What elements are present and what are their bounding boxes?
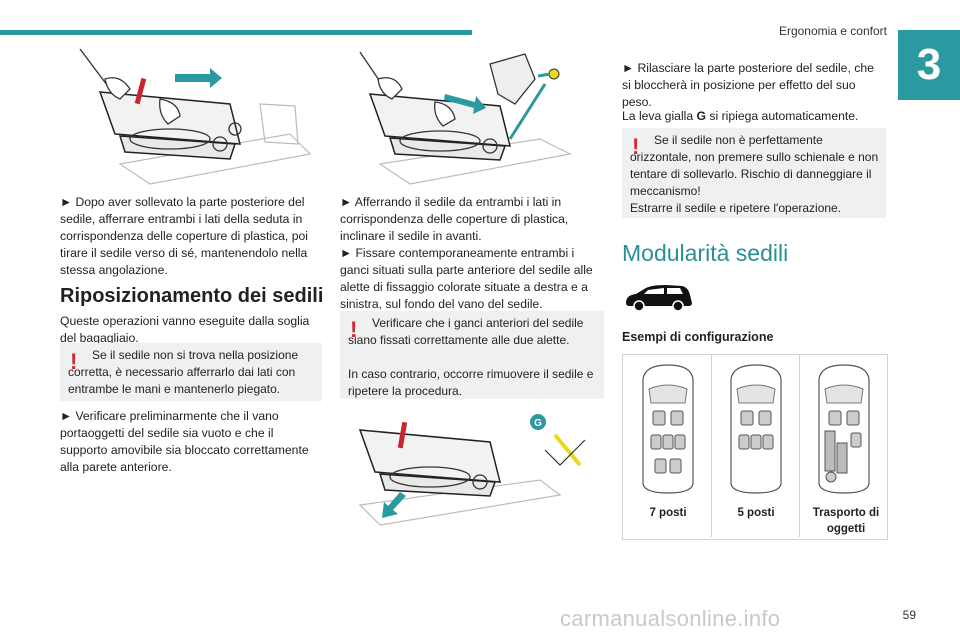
- warning-text-2: In caso contrario, occorre rimuovere il …: [348, 367, 594, 398]
- illustration-seat-tilt: [340, 44, 605, 190]
- warning-icon: !: [350, 317, 358, 342]
- config-label: Trasporto di oggetti: [812, 507, 880, 535]
- heading-riposizionamento: Riposizionamento dei sedili: [60, 285, 324, 307]
- table-divider: [799, 355, 800, 537]
- callout-g: G: [534, 418, 542, 429]
- page-number: 59: [902, 608, 916, 622]
- warning-box-col3: ! Se il sedile non è perfettamente orizz…: [622, 128, 886, 218]
- col2-step2: ► Fissare contemporaneamente entrambi i …: [340, 246, 593, 311]
- header-accent-bar: [0, 30, 472, 35]
- warning-text-2: Estrarre il sedile e ripetere l'operazio…: [630, 201, 842, 215]
- col1-intro: Queste operazioni vanno eseguite dalla s…: [60, 314, 310, 345]
- warning-box-col2: ! Verificare che i ganci anteriori del s…: [340, 311, 604, 399]
- warning-box-col1: ! Se il sedile non si trova nella posizi…: [60, 343, 322, 401]
- col3-step1: ► Rilasciare la parte posteriore del sed…: [622, 61, 874, 109]
- warning-text-1: Verificare che i ganci anteriori del sed…: [348, 316, 584, 347]
- heading-modularita: Modularità sedili: [622, 240, 789, 266]
- car-icon: [622, 283, 694, 313]
- table-divider: [711, 355, 712, 537]
- col2-step1: ► Afferrando il sedile da entrambi i lat…: [340, 195, 569, 243]
- config-cargo: Trasporto di oggetti: [801, 355, 887, 537]
- col3-step2: La leva gialla G si ripiega automaticame…: [622, 109, 859, 123]
- chapter-tab: 3: [898, 30, 960, 100]
- col1-step2: ► Verificare preliminarmente che il vano…: [60, 409, 309, 474]
- subheading-configurazione: Esempi di configurazione: [622, 330, 774, 344]
- config-label: 7 posti: [649, 507, 687, 519]
- illustration-seat-pull: [60, 44, 320, 190]
- section-title: Ergonomia e confort: [778, 24, 887, 38]
- col1-step1: ► Dopo aver sollevato la parte posterior…: [60, 195, 308, 277]
- illustration-seat-lock: G: [340, 410, 605, 528]
- config-7-seats: 7 posti: [625, 355, 711, 537]
- config-label: 5 posti: [737, 507, 775, 519]
- config-5-seats: 5 posti: [713, 355, 799, 537]
- warning-icon: !: [632, 134, 640, 159]
- warning-icon: !: [70, 349, 78, 374]
- warning-text-1: Se il sedile non è perfettamente orizzon…: [630, 133, 879, 198]
- warning-text: Se il sedile non si trova nella posizion…: [68, 348, 299, 396]
- watermark: carmanualsonline.info: [560, 606, 781, 631]
- configuration-table: 7 posti 5 posti Trasporto di oggetti: [622, 354, 888, 540]
